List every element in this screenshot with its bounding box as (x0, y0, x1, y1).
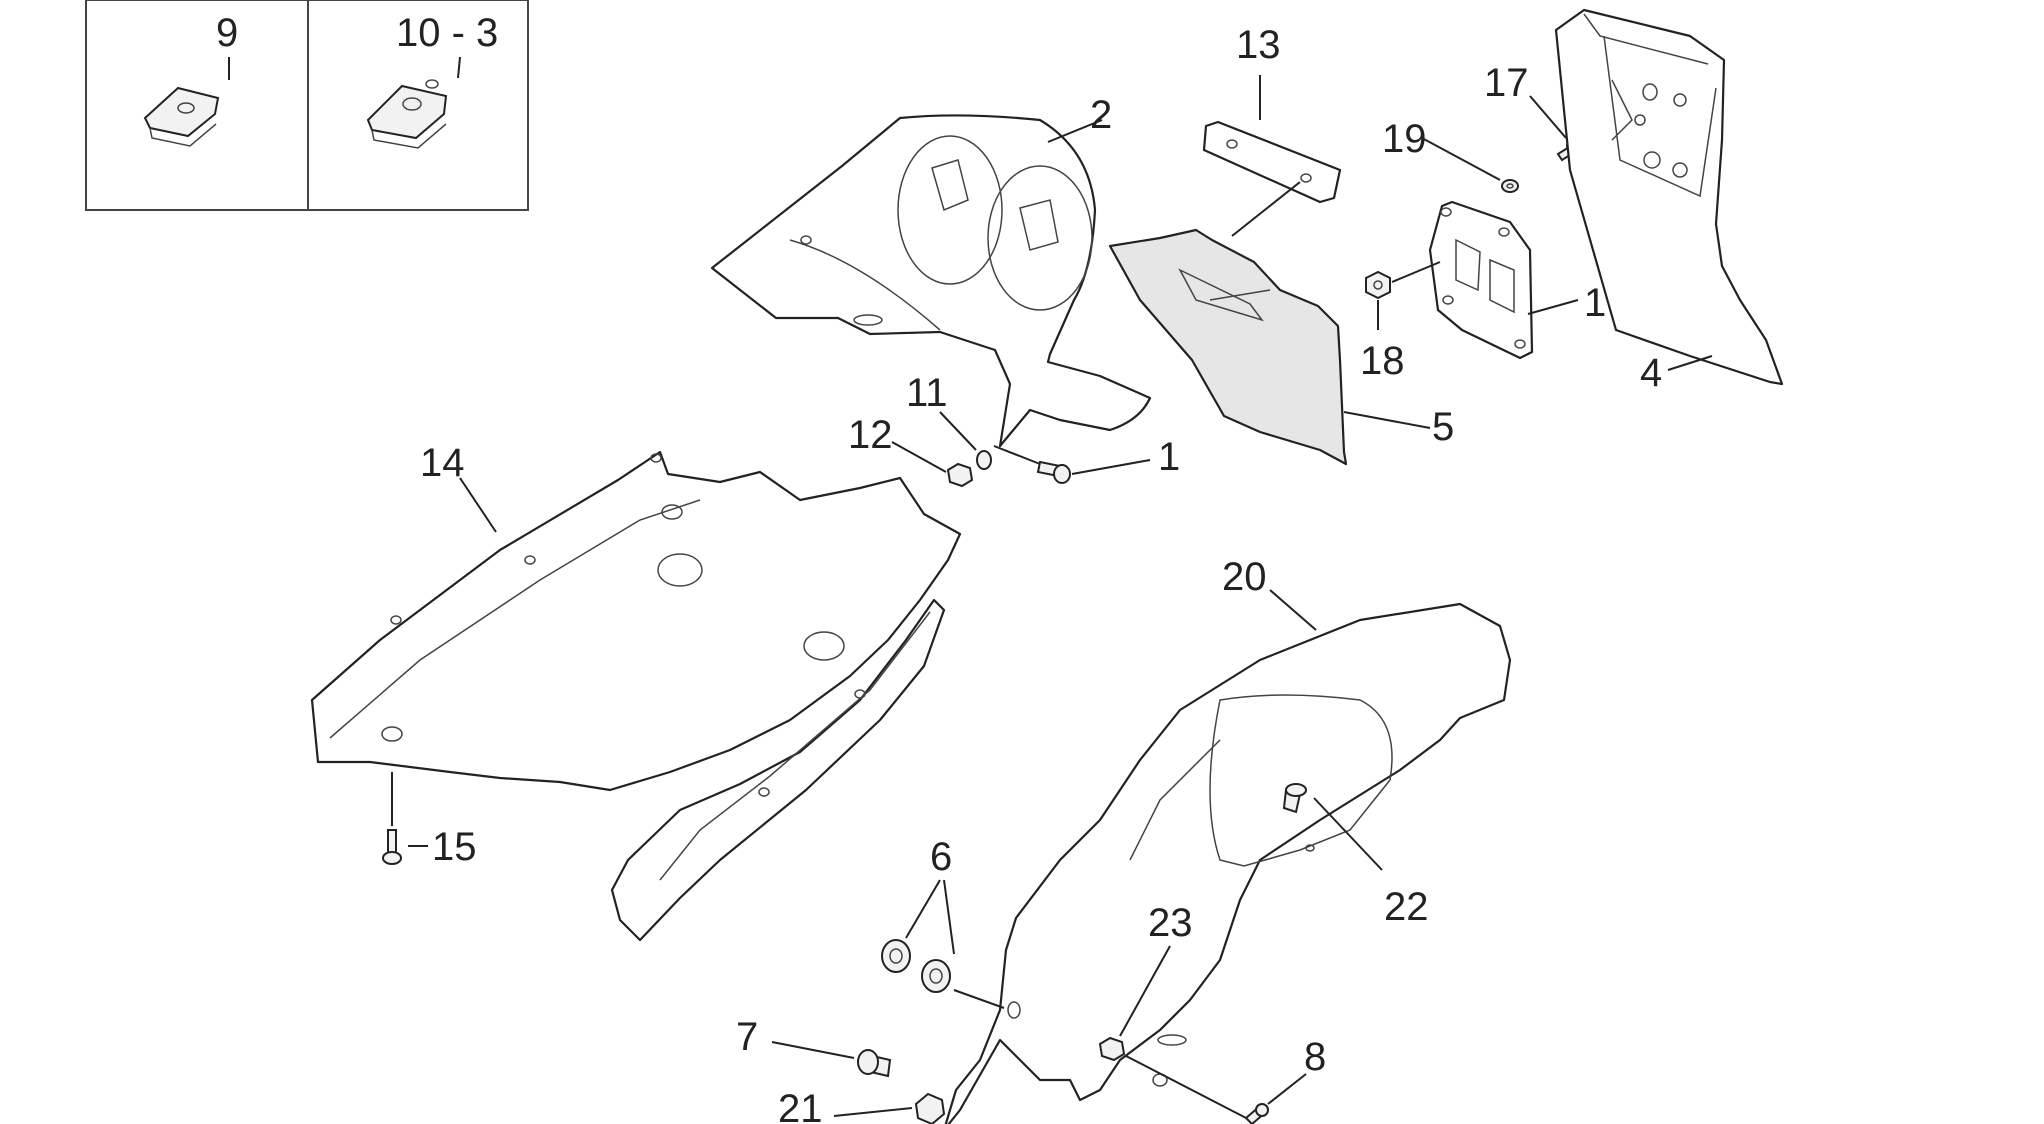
leader-2 (1047, 119, 1103, 143)
leader-7 (771, 1041, 855, 1059)
callout-12: 12 (848, 413, 893, 457)
leader-18b (1391, 261, 1441, 283)
reflector-part-13 (1202, 120, 1342, 204)
rear-fender-part-20 (944, 602, 1512, 1124)
inset-box: 9 10 - 3 (85, 0, 529, 211)
screw-part-8 (1244, 1103, 1269, 1124)
leader-5 (1343, 411, 1431, 429)
clip-part-10-3 (366, 79, 448, 149)
nut-part-12 (946, 462, 974, 488)
leader-17 (1529, 95, 1567, 139)
callout-20: 20 (1222, 555, 1267, 599)
nut-part-23 (1098, 1036, 1126, 1062)
plate-holder-part-5 (1108, 228, 1348, 466)
washer-part-19 (1501, 179, 1519, 193)
callout-1: 1 (1158, 435, 1180, 479)
callout-14: 14 (420, 441, 465, 485)
leader-21 (833, 1107, 913, 1117)
callout-5: 5 (1432, 405, 1454, 449)
callout-2: 2 (1090, 93, 1112, 137)
callout-9: 9 (216, 11, 238, 55)
leader-13b (1231, 181, 1301, 237)
leader-14 (459, 477, 497, 533)
screw-part-15 (382, 829, 402, 865)
leader-8 (1267, 1073, 1307, 1105)
leader-12 (891, 441, 947, 473)
callout-6: 6 (930, 835, 952, 879)
leader-6a (905, 879, 941, 939)
screw-part-1 (1036, 460, 1071, 484)
leader-1b (993, 445, 1041, 465)
nut-part-18 (1365, 270, 1391, 300)
leader-10-3 (457, 56, 461, 79)
leader-4 (1667, 355, 1713, 371)
leader-20 (1269, 589, 1317, 631)
callout-19: 19 (1382, 117, 1427, 161)
tail-light-housing-part-2 (710, 114, 1152, 448)
callout-15: 15 (432, 825, 477, 869)
leader-22 (1313, 797, 1383, 871)
clip-part-9 (143, 86, 220, 147)
callout-18: 18 (1360, 339, 1405, 383)
callout-8: 8 (1304, 1035, 1326, 1079)
screw-part-7 (857, 1049, 892, 1078)
callout-17: 17 (1484, 61, 1529, 105)
washers-part-6 (881, 939, 951, 993)
callout-7: 7 (736, 1015, 758, 1059)
leader-1 (1071, 459, 1151, 475)
washer-part-11 (976, 450, 992, 470)
screw-part-22 (1282, 783, 1315, 852)
callout-21: 21 (778, 1087, 823, 1124)
leader-16 (1527, 299, 1579, 315)
callout-11: 11 (906, 371, 948, 415)
nut-part-21 (914, 1092, 946, 1124)
leader-23b (1125, 1055, 1251, 1121)
side-panel-part-14 (310, 450, 962, 792)
callout-23: 23 (1148, 901, 1193, 945)
lower-trim-part-14 (610, 598, 946, 942)
leader-11 (939, 411, 977, 451)
leader-6b (943, 879, 955, 955)
bracket-part-16 (1428, 200, 1534, 360)
leader-6c (953, 989, 1005, 1009)
callout-22: 22 (1384, 885, 1429, 929)
leader-23 (1119, 945, 1171, 1037)
callout-10-3: 10 - 3 (396, 11, 498, 55)
callout-4: 4 (1640, 351, 1662, 395)
rear-panel-part-4 (1554, 8, 1784, 386)
leader-19 (1421, 137, 1501, 181)
callout-13: 13 (1236, 23, 1281, 67)
